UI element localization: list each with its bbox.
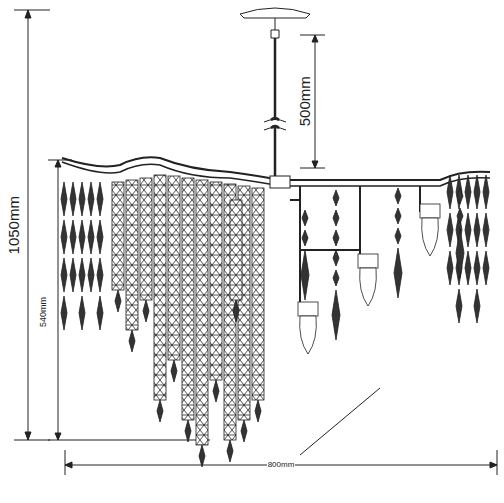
crystal-drop [447,175,453,209]
crystal-drop [395,188,401,204]
crystal-drop [70,258,76,292]
crystal-drop [332,290,340,340]
candle-bulb [360,268,377,306]
crystal-drop [61,296,67,330]
crystal-drop [97,220,103,254]
crystal-drop [474,289,480,323]
crystal-drop [457,208,463,224]
crystal-drop [255,400,261,422]
crystal-drop [447,213,453,247]
dimension-label: 1050mm [6,195,23,255]
dimension-label: 800mm [267,461,296,470]
crystal-drop [79,182,85,216]
crystal-drop [97,296,103,330]
dimension-label: 500mm [297,75,314,127]
crystal-drop [483,175,489,209]
crystal-column [230,200,242,300]
dimension-line [65,450,497,475]
chain [271,38,279,185]
crystal-drop [302,210,308,226]
crystal-drop [333,230,339,246]
canopy [240,8,310,18]
crystal-drop [456,289,462,323]
crystal-drop [129,330,135,352]
crystal-drop [474,213,480,247]
crystal-drop [333,210,339,226]
crystal-drop [79,296,85,330]
crystal-drop [88,220,94,254]
crystal-column [140,178,152,300]
crystal-drop [88,258,94,292]
crystal-column [126,180,138,330]
crystal-column [210,182,222,380]
crystal-drop [97,258,103,292]
crystal-column [252,188,264,400]
crystal-drop [302,230,308,246]
dimension-arrow [25,10,31,440]
bulb-cup [358,254,378,268]
crystal-drop [97,182,103,216]
crystal-column [112,182,124,290]
crystal-drop [301,250,309,300]
crystal-drop [456,228,464,278]
candle-bulb [422,218,439,256]
crystal-drop [70,182,76,216]
crystal-drop [61,182,67,216]
crystal-drop [241,420,247,442]
crystal-drop [333,270,339,286]
crystal-drop [199,445,205,467]
crystal-column [196,180,208,445]
crystal-drop [395,228,401,244]
dimension-line [48,160,210,440]
leader-line [300,388,380,455]
crystal-drop [115,290,121,312]
bulb-cup [298,302,318,316]
crystal-drop [61,220,67,254]
crystal-drop [474,175,480,209]
hub [270,176,290,188]
crystal-drop [333,190,339,206]
crystal-drop [213,380,219,402]
dimension-arrow [55,160,61,440]
crystal-drop [157,400,163,422]
crystal-drop [88,182,94,216]
crystal-drop [79,220,85,254]
crystal-drop [457,188,463,204]
chain-break [264,120,286,131]
crystal-drop [465,251,471,285]
crystal-drop [474,251,480,285]
crystal-drop [394,248,402,298]
crystal-drop [171,360,177,382]
bulb-cup [420,204,440,218]
crystal-drop [465,213,471,247]
crystal-drop [465,175,471,209]
dimension-label: 540mm [39,296,49,328]
crystal-drop [70,220,76,254]
crystal-drop [227,440,233,462]
crystal-drop [79,258,85,292]
crystal-drop [143,300,149,322]
crystal-drop [447,251,453,285]
canopy-hook [271,18,279,38]
crystal-drop [333,250,339,266]
crystal-column [168,176,180,360]
crystal-drop [483,251,489,285]
crystal-drop [483,213,489,247]
crystal-column [154,175,166,400]
crystal-drop [61,258,67,292]
candle-bulb [300,316,317,354]
crystal-drop [185,420,191,442]
crystal-column [182,178,194,420]
crystal-drop [233,300,239,322]
crystal-drop [395,208,401,224]
crystal-drop [456,175,462,209]
lamp-arm [290,186,420,310]
